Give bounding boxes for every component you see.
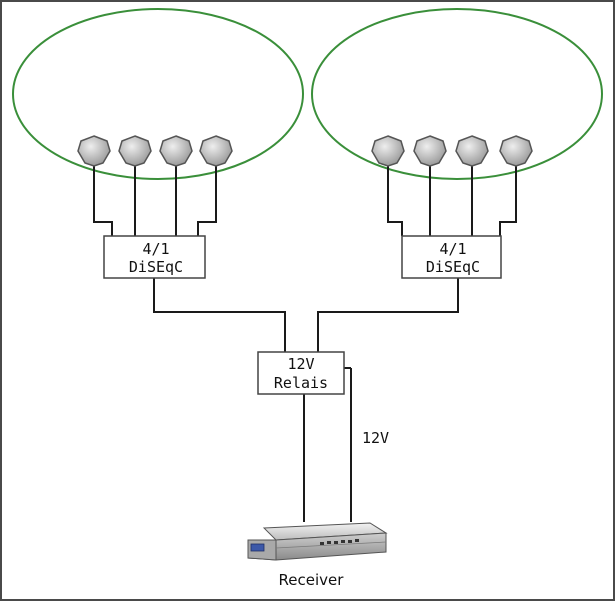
- dish-left-outline: [12, 8, 304, 180]
- wire-right-diseqc-to-relay: [317, 278, 459, 352]
- lnb-icon: [118, 135, 152, 167]
- lnb-group-right: [371, 135, 533, 167]
- diseqc-left-line2: DiSEqC: [129, 258, 183, 276]
- lnb-icon: [371, 135, 405, 167]
- lnb-icon: [455, 135, 489, 167]
- receiver-front-buttons: [320, 539, 359, 545]
- receiver-display-icon: [250, 543, 265, 552]
- receiver-icon: [247, 522, 388, 561]
- diseqc-right-line1: 4/1: [439, 240, 466, 258]
- relay-line2: Relais: [274, 374, 328, 392]
- relay-box: 12V Relais: [257, 351, 345, 395]
- diseqc-right-box: 4/1 DiSEqC: [401, 235, 502, 279]
- diseqc-right-line2: DiSEqC: [426, 258, 480, 276]
- wires-left-lnbs: [93, 162, 217, 236]
- wire-left-diseqc-to-relay: [153, 278, 286, 352]
- lnb-icon: [77, 135, 111, 167]
- lnb-icon: [159, 135, 193, 167]
- diseqc-left-line1: 4/1: [142, 240, 169, 258]
- lnb-icon: [413, 135, 447, 167]
- relay-line1: 12V: [287, 355, 314, 373]
- receiver-label: Receiver: [279, 571, 345, 589]
- diseqc-left-box: 4/1 DiSEqC: [103, 235, 206, 279]
- voltage-label: 12V: [362, 429, 389, 447]
- wires-right-lnbs: [387, 162, 517, 236]
- lnb-icon: [199, 135, 233, 167]
- lnb-icon: [499, 135, 533, 167]
- lnb-group-left: [77, 135, 233, 167]
- dish-right-outline: [311, 8, 603, 180]
